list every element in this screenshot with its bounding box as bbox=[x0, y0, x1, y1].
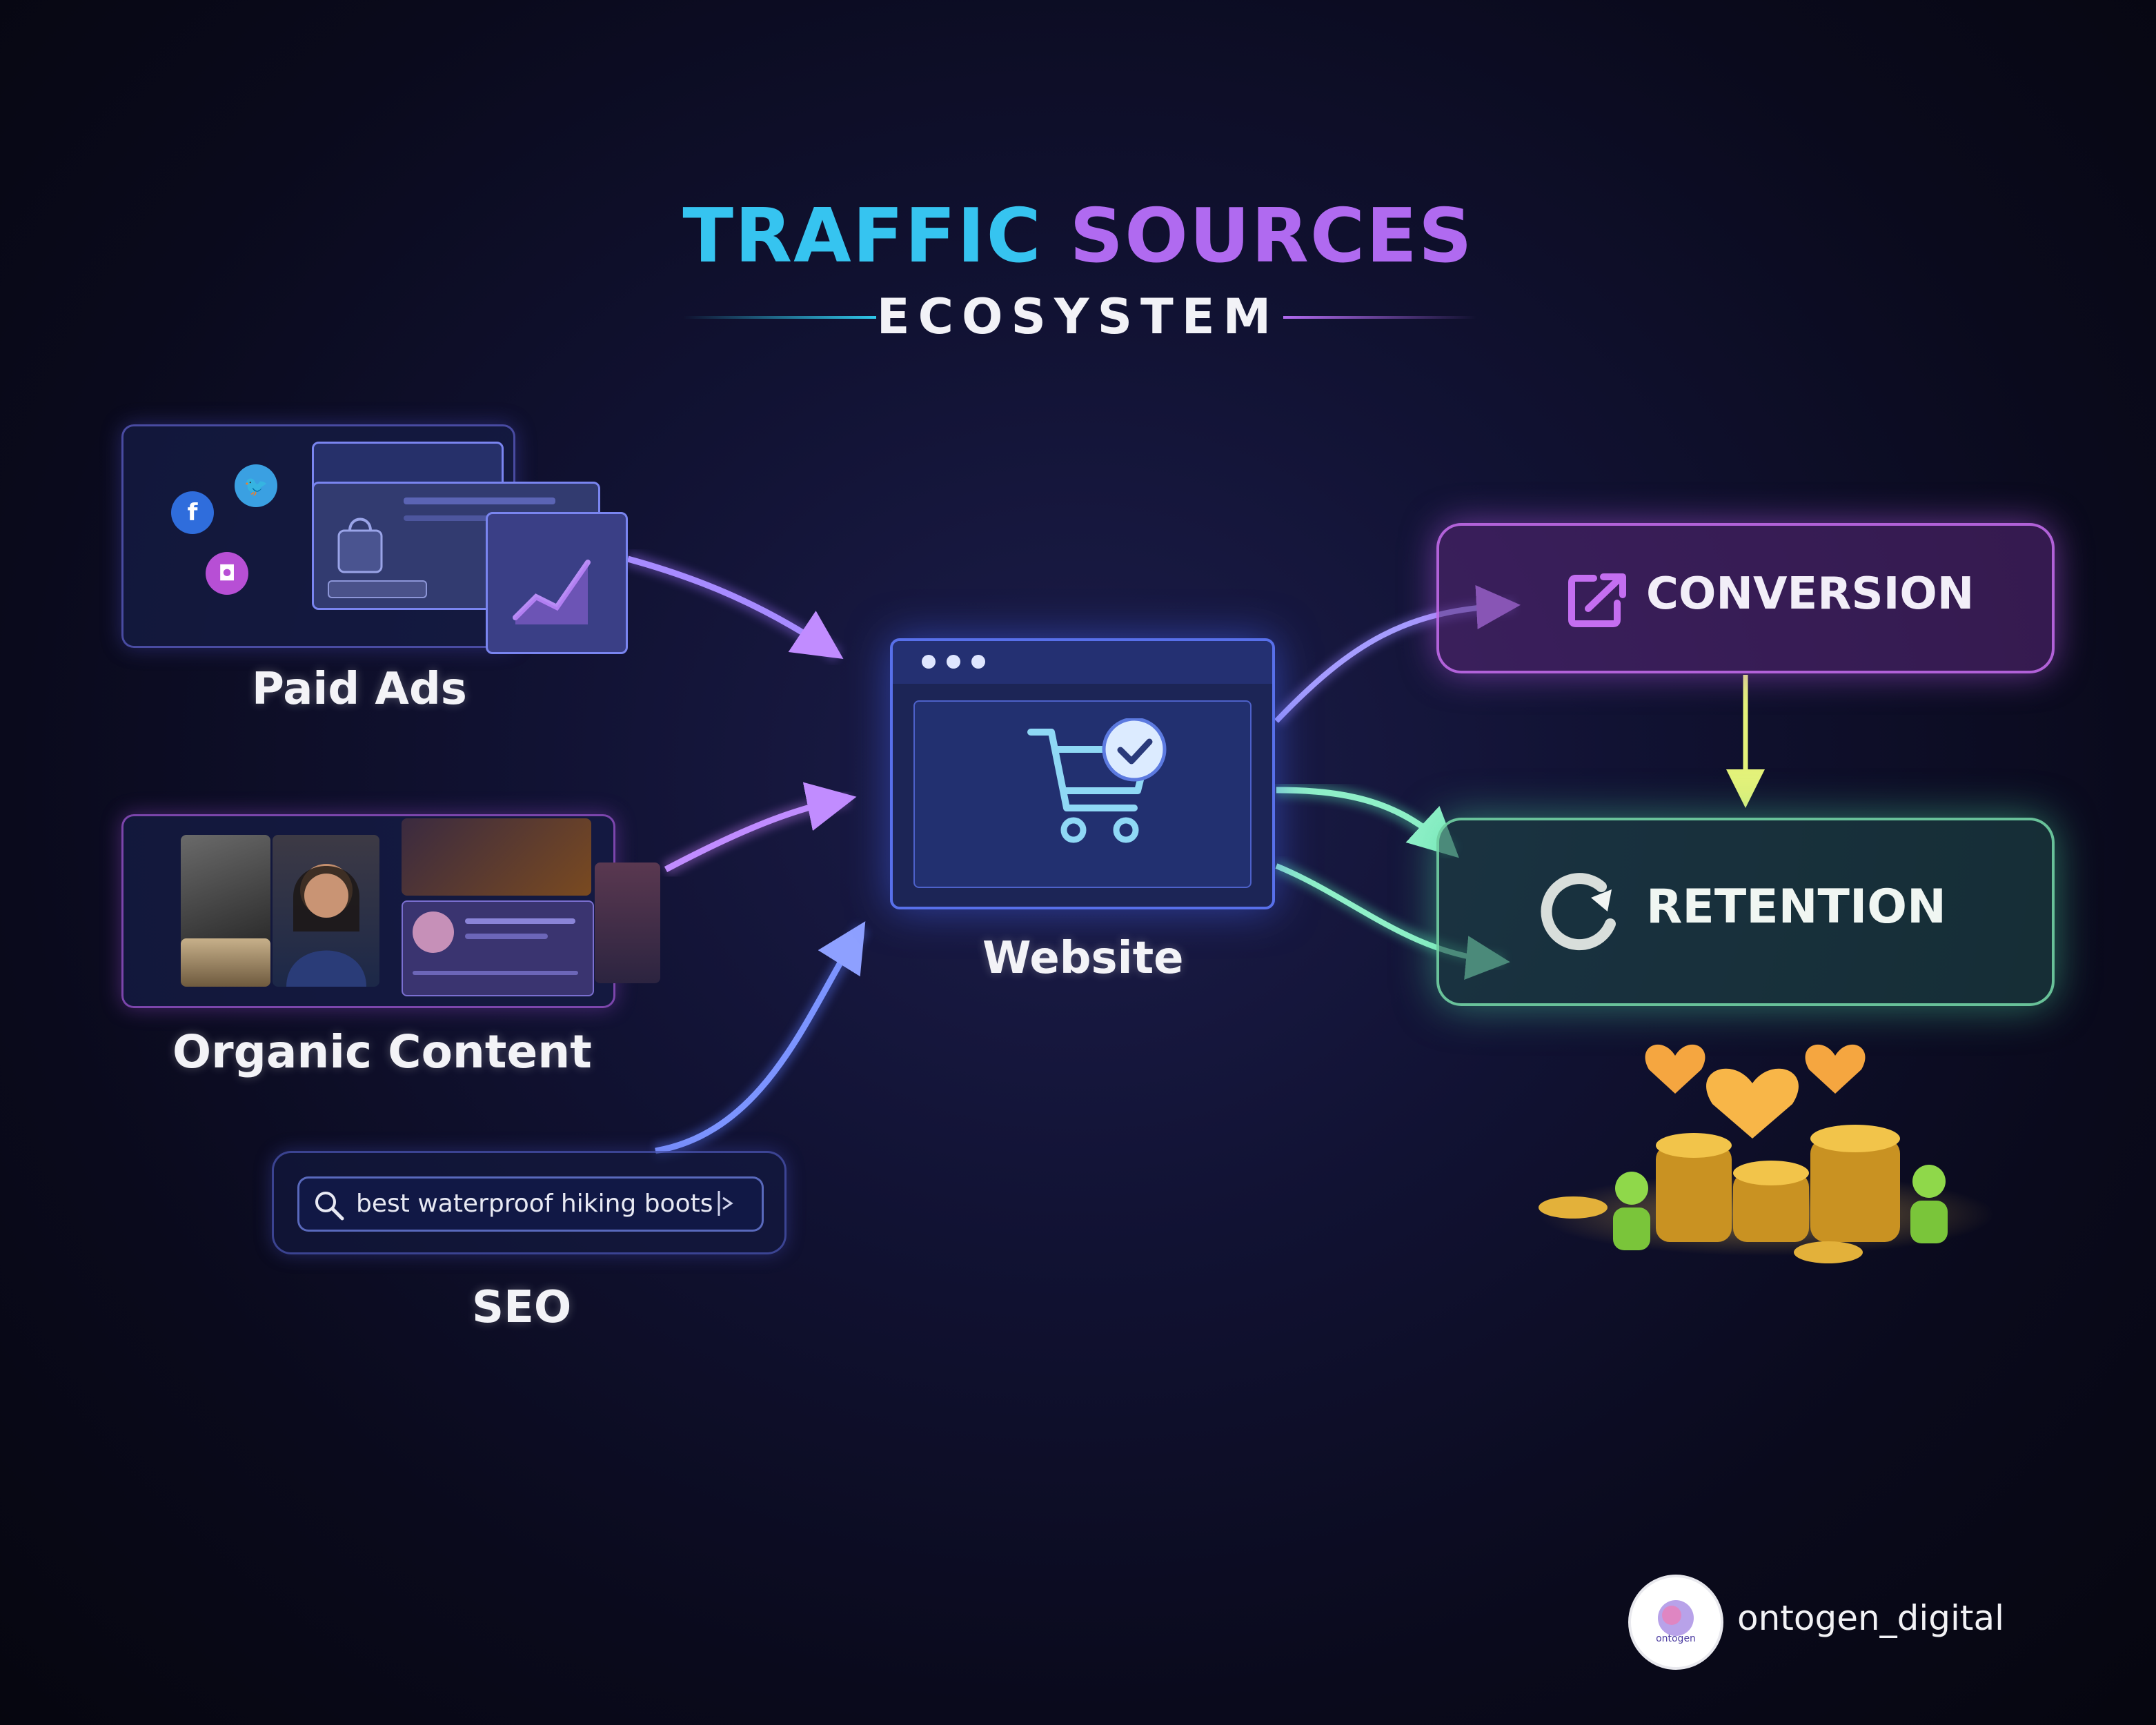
window-dot bbox=[922, 655, 936, 669]
arrow-organic-to-website bbox=[662, 782, 857, 876]
facebook-icon: f bbox=[171, 491, 214, 534]
heart-icon bbox=[1706, 1068, 1799, 1138]
ad-cta-button bbox=[328, 580, 427, 598]
organic-content-label: Organic Content bbox=[172, 1025, 592, 1078]
shopping-cart-check-icon bbox=[1027, 718, 1167, 843]
browser-title-bar bbox=[893, 641, 1272, 684]
customer-figure-icon bbox=[1910, 1165, 1948, 1243]
retention-stage: RETENTION bbox=[1436, 818, 2055, 1006]
window-dot bbox=[947, 655, 960, 669]
post-text-line bbox=[465, 934, 548, 939]
seo-search-panel: best waterproof hiking boots bbox=[272, 1151, 787, 1254]
search-icon bbox=[315, 1192, 344, 1221]
heart-icon bbox=[1645, 1044, 1705, 1094]
page-subtitle: ECOSYSTEM bbox=[876, 288, 1280, 345]
conversion-stage: CONVERSION bbox=[1436, 523, 2055, 673]
food-photo bbox=[181, 938, 270, 987]
paid-ads-label: Paid Ads bbox=[252, 664, 467, 715]
brand-avatar: ontogen bbox=[1628, 1575, 1723, 1670]
brand-logo: ontogen bbox=[1656, 1600, 1696, 1644]
title-word-sources: SOURCES bbox=[1069, 193, 1474, 279]
trend-chart-icon bbox=[513, 560, 591, 624]
website-window bbox=[890, 638, 1275, 909]
ad-analytics-card bbox=[486, 512, 628, 654]
page-title: TRAFFIC SOURCES bbox=[0, 193, 2156, 279]
conversion-arrow-icon bbox=[1568, 573, 1626, 627]
shopping-bag-icon bbox=[337, 518, 383, 573]
conversion-label: CONVERSION bbox=[1646, 569, 1975, 620]
title-word-traffic: TRAFFIC bbox=[682, 193, 1042, 279]
twitter-icon: 🐦 bbox=[235, 464, 277, 507]
seo-label: SEO bbox=[472, 1282, 572, 1333]
coin-stack bbox=[1539, 1125, 1900, 1263]
person-portrait-icon bbox=[286, 864, 366, 987]
window-dot bbox=[971, 655, 985, 669]
arrow-website-to-retention-upper bbox=[1276, 782, 1459, 858]
instagram-icon: ◘ bbox=[206, 552, 248, 595]
post-avatar bbox=[413, 911, 454, 953]
arrow-seo-to-website bbox=[654, 921, 869, 1159]
creator-photo bbox=[181, 835, 270, 945]
brand-logo-text: ontogen bbox=[1656, 1633, 1696, 1644]
customer-figure-icon bbox=[1613, 1172, 1650, 1250]
search-input[interactable]: best waterproof hiking boots bbox=[297, 1176, 764, 1232]
search-query-text: best waterproof hiking boots bbox=[356, 1190, 713, 1218]
retention-label: RETENTION bbox=[1646, 880, 1946, 934]
website-screen bbox=[913, 700, 1252, 888]
post-text-line bbox=[465, 918, 575, 924]
creator-portrait bbox=[273, 835, 379, 987]
retention-cycle-icon bbox=[1541, 873, 1616, 951]
video-post-card bbox=[402, 900, 594, 996]
ad-text-line bbox=[404, 497, 555, 504]
video-thumbnail bbox=[402, 818, 591, 896]
subtitle-rule-right bbox=[1283, 316, 1476, 319]
website-label: Website bbox=[982, 933, 1184, 984]
subtitle-rule-left bbox=[683, 316, 876, 319]
arrow-paid-to-website bbox=[626, 551, 844, 662]
brand-handle: ontogen_digital bbox=[1737, 1598, 2005, 1638]
video-thumbnail-side bbox=[595, 862, 660, 983]
heart-icon bbox=[1805, 1044, 1866, 1094]
post-progress-line bbox=[413, 971, 578, 975]
loyalty-rewards-illustration bbox=[1539, 1044, 1994, 1263]
text-cursor-icon bbox=[718, 1191, 733, 1216]
subtitle-row: ECOSYSTEM bbox=[0, 288, 2156, 345]
ad-text-line bbox=[404, 515, 514, 521]
